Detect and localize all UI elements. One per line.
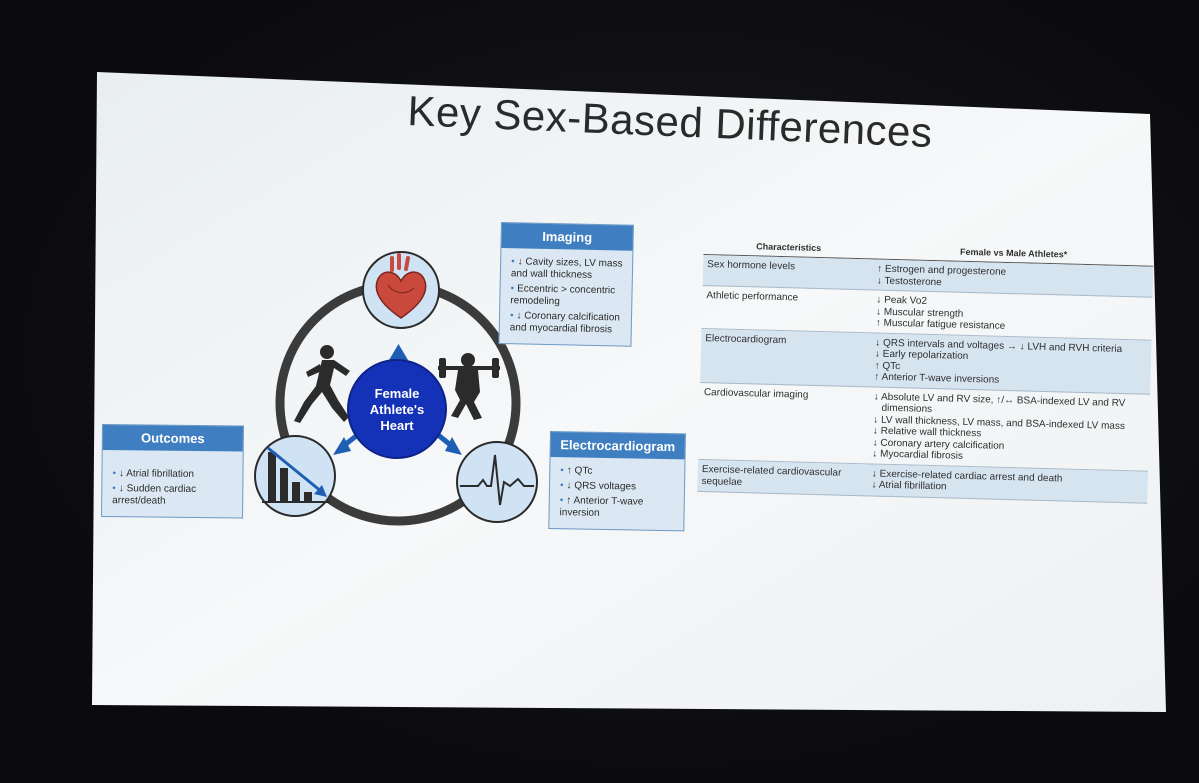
imaging-box: Imaging •↓ Cavity sizes, LV mass and wal… [498, 222, 634, 347]
list-item: •Eccentric > concentric remodeling [510, 283, 616, 308]
row-values: ↓ Exercise-related cardiac arrest and de… [871, 467, 1063, 493]
list-item: •↓ QRS voltages [559, 480, 637, 493]
slide-surface [92, 72, 1166, 712]
row-values: ↓ Peak Vo2 ↓ Muscular strength ↑ Muscula… [875, 294, 1006, 332]
outcomes-list: •↓ Atrial fibrillation •↓ Sudden cardiac… [102, 450, 243, 517]
bullet-icon: • [112, 468, 117, 480]
row-label: Athletic performance [706, 290, 799, 304]
bullet-icon: • [510, 283, 515, 295]
heart-icon [362, 251, 440, 329]
list-item: •↓ Cavity sizes, LV mass and wall thickn… [510, 256, 623, 281]
bullet-icon: • [511, 256, 515, 268]
ecg-waveform-icon [456, 441, 538, 523]
electrocardiogram-box-title: Electrocardiogram [550, 432, 685, 460]
bullet-icon: • [559, 480, 564, 492]
list-item: •↓ Coronary calcification and myocardial… [509, 310, 621, 336]
list-item: •↑ QTc [560, 465, 593, 477]
row-label: Electrocardiogram [705, 332, 787, 346]
list-item: •↑ Anterior T-wave inversion [559, 495, 644, 519]
column-header-female-vs-male: Female vs Male Athletes* [959, 246, 1068, 260]
declining-bar-chart-icon [254, 435, 336, 517]
outcomes-box: Outcomes •↓ Atrial fibrillation •↓ Sudde… [101, 424, 244, 519]
row-label: Exercise-related cardiovascular sequelae [701, 463, 842, 488]
center-label-line2: Athlete's [370, 402, 424, 417]
row-label: Sex hormone levels [707, 259, 796, 273]
list-item: •↓ Atrial fibrillation [112, 468, 195, 480]
electrocardiogram-box: Electrocardiogram •↑ QTc •↓ QRS voltages… [548, 431, 686, 532]
bullet-icon: • [112, 483, 116, 495]
row-values: ↓ QRS intervals and voltages → ↓ LVH and… [874, 337, 1123, 386]
characteristics-table: Characteristics Female vs Male Athletes*… [697, 236, 1154, 504]
imaging-list: •↓ Cavity sizes, LV mass and wall thickn… [499, 248, 632, 346]
center-circle [347, 359, 447, 459]
column-header-characteristics: Characteristics [756, 241, 822, 254]
runner-icon [294, 345, 350, 423]
center-label-line1: Female [375, 386, 420, 401]
bullet-icon: • [559, 495, 564, 507]
imaging-box-title: Imaging [501, 223, 633, 251]
list-item: •↓ Sudden cardiac arrest/death [112, 483, 197, 507]
table-row: Cardiovascular imaging ↓ Absolute LV and… [698, 382, 1151, 472]
row-values: ↓ Absolute LV and RV size, ↑/↔ BSA-index… [872, 391, 1126, 462]
bullet-icon: • [560, 465, 564, 477]
center-label-line3: Heart [380, 418, 414, 433]
weightlifter-icon [438, 353, 500, 420]
bullet-icon: • [509, 310, 514, 322]
row-values: ↑ Estrogen and progesterone ↓ Testostero… [876, 263, 1007, 288]
outcomes-box-title: Outcomes [102, 425, 243, 452]
electrocardiogram-list: •↑ QTc •↓ QRS voltages •↑ Anterior T-wav… [549, 457, 684, 530]
row-label: Cardiovascular imaging [703, 386, 809, 401]
